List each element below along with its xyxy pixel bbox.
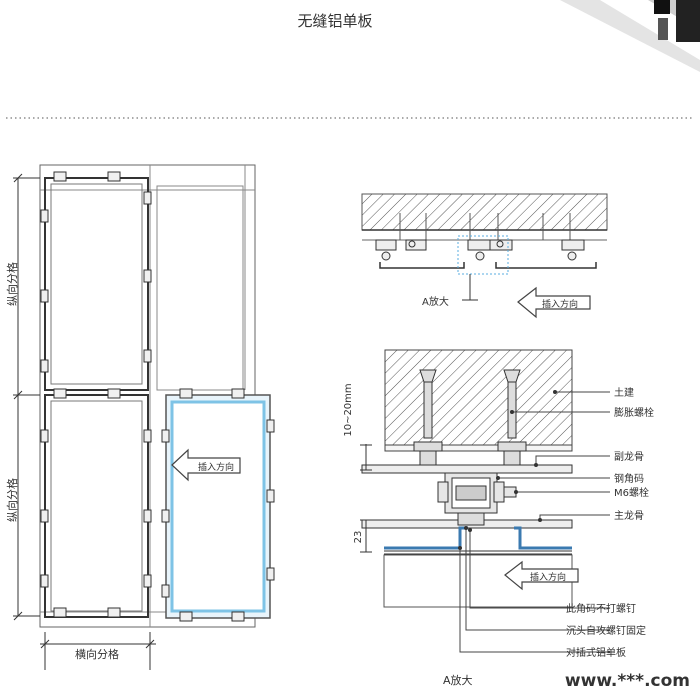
dim-gap: 10~20mm [343,383,354,436]
watermark: www.***.com [565,671,690,691]
callout-no-screw: 此角码不打螺钉 [566,602,636,615]
dim-horizontal: 横向分格 [75,647,119,661]
callout-m6-bolt: M6螺栓 [614,486,649,499]
callout-expansion-bolt: 膨胀螺栓 [614,406,654,419]
callout-panel: 对插式铝单板 [566,646,626,659]
corner-decoration [560,0,700,72]
insert-arrow-left: 插入方向 [171,448,241,482]
detail-marker: A放大 [422,295,449,308]
dim-vertical-bottom: 纵向分格 [5,478,19,522]
plan-section: A放大 插入方向 [361,193,608,319]
callout-main-keel: 主龙骨 [614,509,644,522]
page-title: 无缝铝单板 [297,12,372,30]
svg-text:插入方向: 插入方向 [530,571,566,583]
panel-bottom-left [44,394,149,618]
horizontal-dimension [40,632,156,670]
callout-civil: 土建 [614,386,634,399]
dim-vertical-top: 纵向分格 [5,262,19,306]
panel-top-left [44,177,149,391]
vertical-dimension [13,173,40,621]
callout-steel-bracket: 钢角码 [614,472,644,485]
panel-top-right [156,185,244,391]
detail-section: 10~20mm 23 插入方向 土建 膨胀螺栓 副龙骨 钢角码 [343,349,654,687]
svg-text:插入方向: 插入方向 [542,298,578,310]
dim-23: 23 [353,531,364,544]
detail-caption: A放大 [443,673,473,687]
callout-secondary-keel: 副龙骨 [614,450,644,463]
elevation-view [39,164,275,628]
svg-text:插入方向: 插入方向 [198,461,234,473]
callout-countersunk-screw: 沉头自攻螺钉固定 [566,624,646,637]
